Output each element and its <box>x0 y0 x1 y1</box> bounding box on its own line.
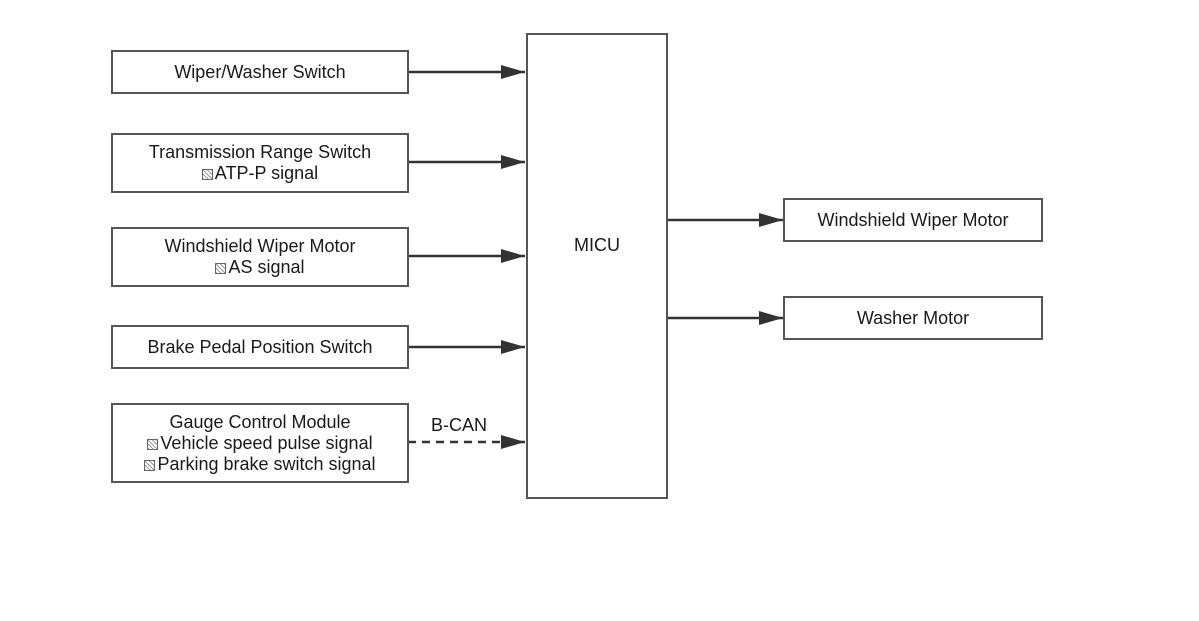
input-sublabel-as-signal: AS signal <box>215 257 305 278</box>
output-label-windshield-wiper-motor: Windshield Wiper Motor <box>817 209 1009 230</box>
input-sublabel-parking-brake-switch-signal: Parking brake switch signal <box>144 454 376 475</box>
bullet-glyph-icon <box>144 459 156 471</box>
bullet-glyph-icon <box>147 438 159 450</box>
bcan-connection-label: B-CAN <box>431 415 488 435</box>
output-box-washer-motor: Washer Motor <box>783 296 1043 340</box>
output-box-windshield-wiper-motor: Windshield Wiper Motor <box>783 198 1043 242</box>
bullet-glyph-icon <box>215 263 227 274</box>
input-box-windshield-wiper-motor: Windshield Wiper Motor AS signal <box>111 227 409 287</box>
input-sublabel-vehicle-speed-pulse-signal: Vehicle speed pulse signal <box>147 433 373 454</box>
output-label-washer-motor: Washer Motor <box>856 307 970 328</box>
input-label-windshield-wiper-motor: Windshield Wiper Motor <box>164 236 356 256</box>
micu-label: MICU <box>574 235 620 255</box>
input-box-transmission-range-switch: Transmission Range Switch ATP-P signal <box>111 133 409 193</box>
input-box-gauge-control-module: Gauge Control Module Vehicle speed pulse… <box>111 403 409 483</box>
input-box-wiper-washer-switch: Wiper/Washer Switch <box>111 50 409 94</box>
input-box-brake-pedal-position-switch: Brake Pedal Position Switch <box>111 325 409 369</box>
bullet-glyph-icon <box>201 169 213 180</box>
input-label-wiper-washer-switch: Wiper/Washer Switch <box>174 61 346 82</box>
input-sublabel-atp-p-signal: ATP-P signal <box>201 163 318 184</box>
micu-controller-box: MICU <box>526 33 668 499</box>
input-label-transmission-range-switch: Transmission Range Switch <box>148 142 372 162</box>
input-label-gauge-control-module: Gauge Control Module <box>169 411 351 432</box>
input-label-brake-pedal-position-switch: Brake Pedal Position Switch <box>147 336 373 357</box>
